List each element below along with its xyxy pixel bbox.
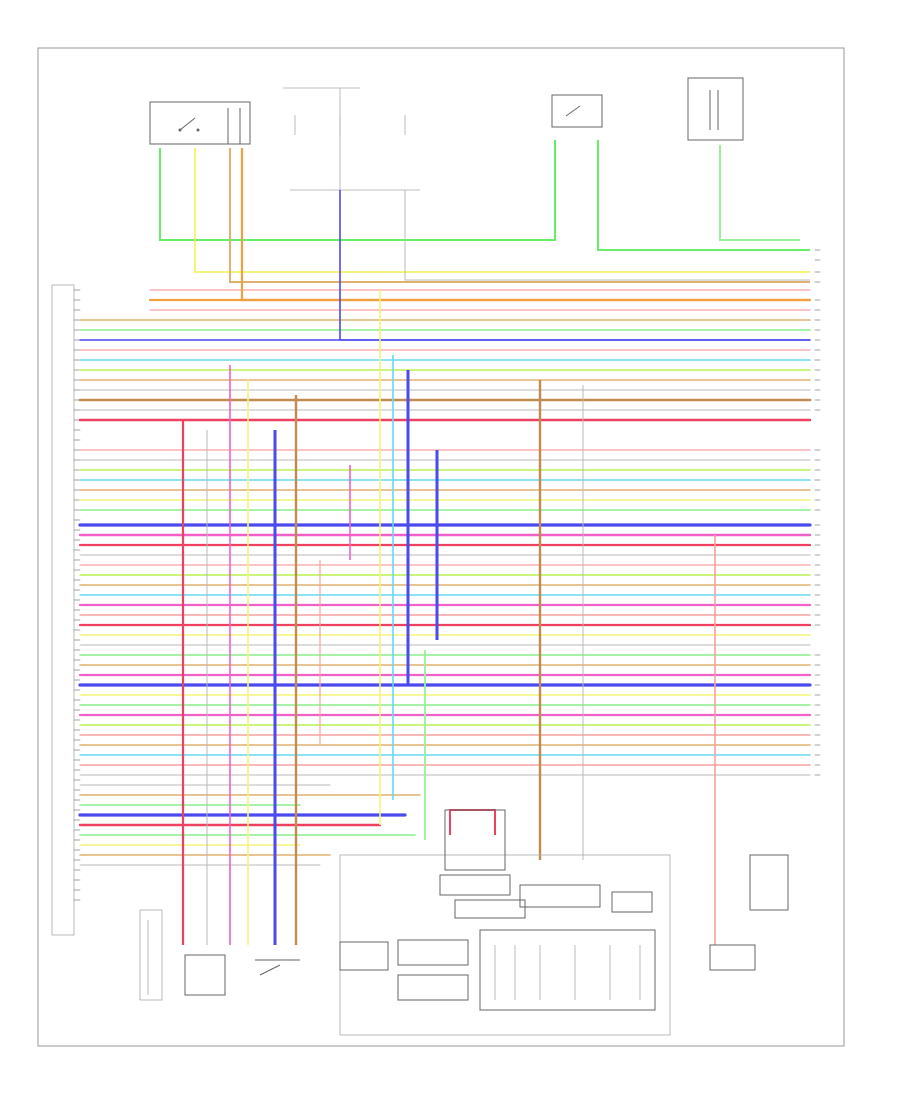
ecm-connector-outline [51, 284, 75, 936]
wire-ltgreen-right [719, 145, 800, 241]
ground-sensor [749, 854, 789, 911]
wire-v-blue2 [406, 370, 420, 687]
wire-green-top [159, 140, 556, 241]
diagram-frame [37, 47, 845, 1047]
ecm-pin-labels [73, 289, 81, 901]
wire-blue-top [339, 190, 810, 341]
sensor-b [255, 959, 300, 976]
fuse-box [283, 87, 420, 240]
wire-yellow-top [194, 148, 810, 273]
position-sensor [687, 77, 744, 141]
harness-vertical-wires [159, 140, 810, 945]
sensor-a [184, 954, 226, 996]
wire-gray-top [404, 190, 810, 281]
left-sensor [139, 909, 163, 1001]
wire-tan-top [229, 148, 810, 283]
right-connector-labels [814, 249, 821, 776]
wire-v-red-loop [449, 809, 496, 835]
control-module [339, 809, 671, 1036]
motor-unit [709, 944, 756, 971]
wire-orange-top [240, 148, 810, 302]
wire-green-right [597, 140, 810, 251]
brake-switch [551, 94, 603, 128]
ac-compressor-relay [149, 101, 251, 145]
harness-wires [78, 289, 812, 866]
